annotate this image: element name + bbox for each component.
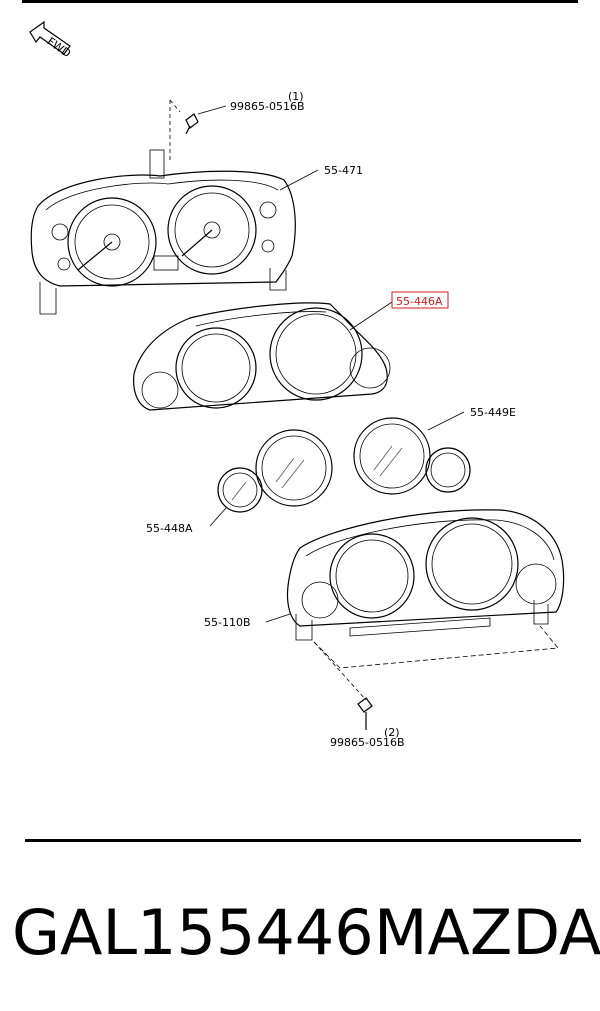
callout-case: 55-110B (204, 616, 251, 629)
footer-rule (25, 839, 581, 842)
top-rule (22, 0, 578, 3)
callout-dial-left: 55-448A (146, 522, 193, 535)
brand-name: MAZDA (374, 896, 600, 969)
callout-screw-top-qty: (1) (288, 90, 304, 103)
callout-highlight-box (391, 291, 449, 309)
dial-right-part (353, 411, 471, 495)
callout-screw-bottom-qty: (2) (384, 726, 400, 739)
callout-dial-right: 55-449E (470, 406, 516, 419)
screw-top-icon (169, 99, 227, 160)
part-number: GAL155446 (12, 896, 374, 969)
callout-screw-top: 99865-0516B (230, 100, 305, 113)
parts-diagram: FWD (1) 99865-0516B 55-471 (29, 20, 565, 749)
fwd-label: FWD (45, 35, 73, 60)
callout-screw-bottom: 99865-0516B (330, 736, 405, 749)
bezel-part (30, 149, 319, 315)
screw-bottom-icon (357, 697, 373, 730)
lens-housing-part (133, 301, 393, 411)
callout-lens-housing: 55-446A (396, 295, 443, 308)
case-part (265, 509, 565, 701)
callout-bezel: 55-471 (324, 164, 363, 177)
dial-left-part (209, 429, 333, 527)
fwd-arrow-icon: FWD (29, 20, 73, 60)
